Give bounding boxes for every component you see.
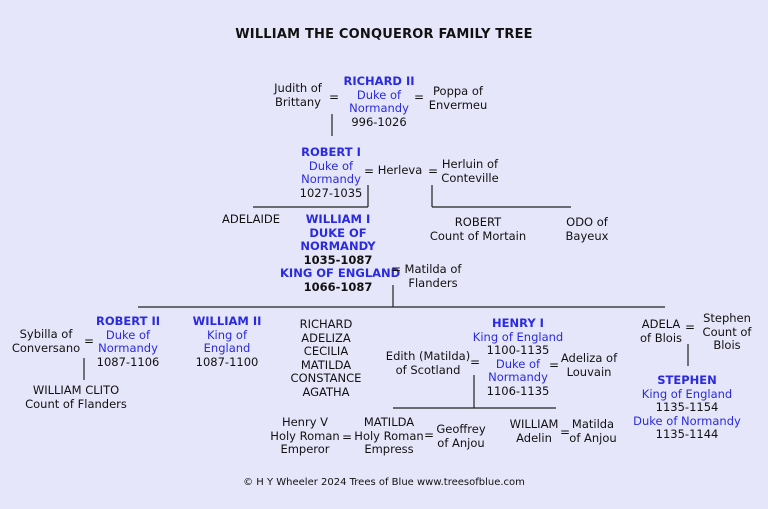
- stephen-king: STEPHEN King of England 1135-1154 Duke o…: [633, 373, 741, 441]
- marriage-sign: =: [391, 262, 402, 276]
- marriage-sign: =: [364, 164, 375, 178]
- richard-ii: RICHARD II Duke of Normandy 996-1026: [343, 74, 415, 129]
- marriage-sign: =: [414, 90, 425, 104]
- marriage-sign: =: [685, 320, 696, 334]
- marriage-sign: =: [549, 358, 560, 372]
- copyright-footer: © H Y Wheeler 2024 Trees of Blue www.tre…: [243, 477, 525, 488]
- herleva: Herleva: [377, 163, 423, 177]
- siblings-list: RICHARD ADELIZA CECILIA MATILDA CONSTANC…: [290, 317, 362, 399]
- marriage-sign: =: [342, 430, 353, 444]
- matilda-empress: MATILDA Holy Roman Empress: [354, 415, 424, 456]
- stephen-count-of-blois: Stephen Count of Blois: [702, 311, 752, 352]
- marriage-sign: =: [560, 425, 571, 439]
- william-i: WILLIAM I DUKE OF NORMANDY 1035-1087 KIN…: [280, 212, 401, 294]
- william-ii: WILLIAM II King of England 1087-1100: [192, 314, 262, 369]
- page-title: WILLIAM THE CONQUEROR FAMILY TREE: [235, 27, 533, 42]
- marriage-sign: =: [470, 355, 481, 369]
- adelaide: ADELAIDE: [221, 212, 281, 226]
- henry-i: HENRY I King of England 1100-1135 Duke o…: [472, 316, 564, 398]
- marriage-sign: =: [428, 164, 439, 178]
- marriage-sign: =: [424, 428, 435, 442]
- marriage-sign: =: [84, 334, 95, 348]
- henry-v: Henry V Holy Roman Emperor: [270, 415, 340, 456]
- marriage-sign: =: [329, 90, 340, 104]
- edith-of-scotland: Edith (Matilda)of Scotland: [385, 349, 471, 377]
- robert-i: ROBERT I Duke of Normandy 1027-1035: [299, 145, 363, 200]
- robert-ii: ROBERT II Duke of Normandy 1087-1106: [96, 314, 160, 369]
